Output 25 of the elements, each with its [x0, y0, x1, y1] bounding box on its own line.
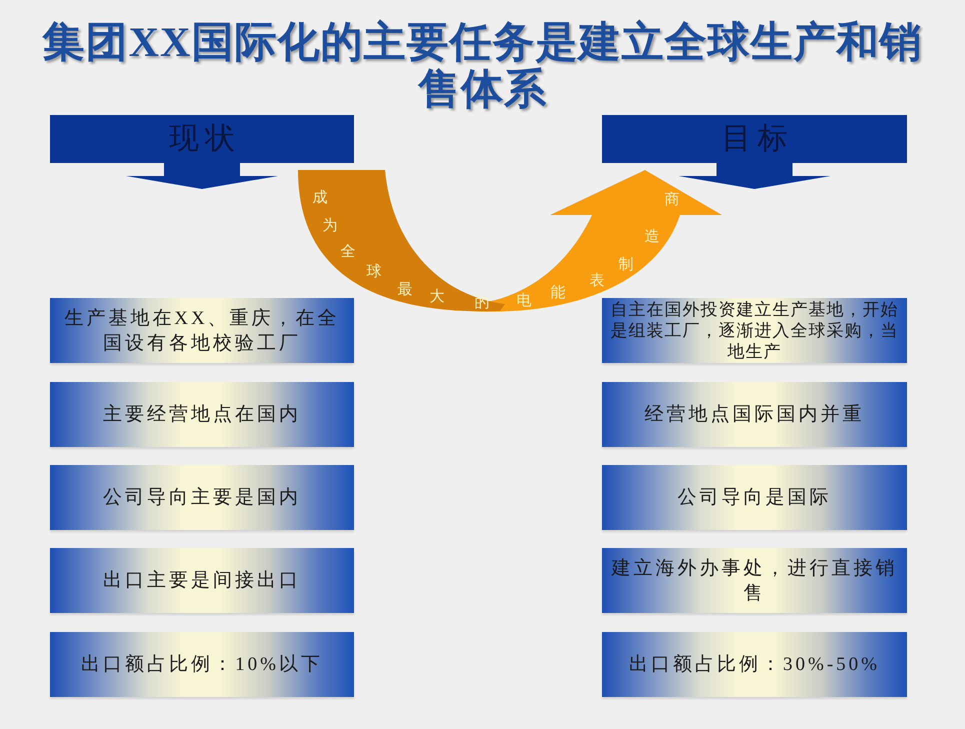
info-panel	[602, 632, 907, 697]
panel-text: 生产基地在XX、重庆，在全国设有各地校验工厂	[63, 306, 341, 356]
title: 集团XX国际化的主要任务是建立全球生产和销售体系	[41, 20, 924, 114]
panel-text: 建立海外办事处，进行直接销售	[611, 556, 898, 606]
info-panel	[50, 548, 354, 613]
panel-text: 公司导向是国际	[678, 486, 832, 510]
info-panel	[602, 382, 907, 447]
info-panel	[50, 465, 354, 530]
info-panel	[50, 298, 354, 363]
panel-text: 主要经营地点在国内	[103, 403, 301, 427]
header-banner	[602, 115, 907, 163]
info-panel	[50, 382, 354, 447]
info-panel	[602, 548, 907, 613]
info-panel	[50, 632, 354, 697]
panel-text: 经营地点国际国内并重	[644, 403, 864, 427]
header-label: 目标	[720, 121, 794, 157]
down-arrow	[126, 163, 278, 189]
info-panel	[602, 465, 907, 530]
down-arrow	[678, 163, 830, 189]
panel-text: 出口主要是间接出口	[103, 569, 301, 593]
header-label: 现状	[168, 121, 241, 157]
panel-text: 出口额占比例：10%以下	[81, 653, 323, 677]
panel-text: 自主在国外投资建立生产基地，开始是组装工厂，逐渐进入全球采购，当地生产	[610, 299, 900, 362]
header-banner	[50, 115, 354, 163]
panel-text: 公司导向主要是国内	[103, 486, 301, 510]
